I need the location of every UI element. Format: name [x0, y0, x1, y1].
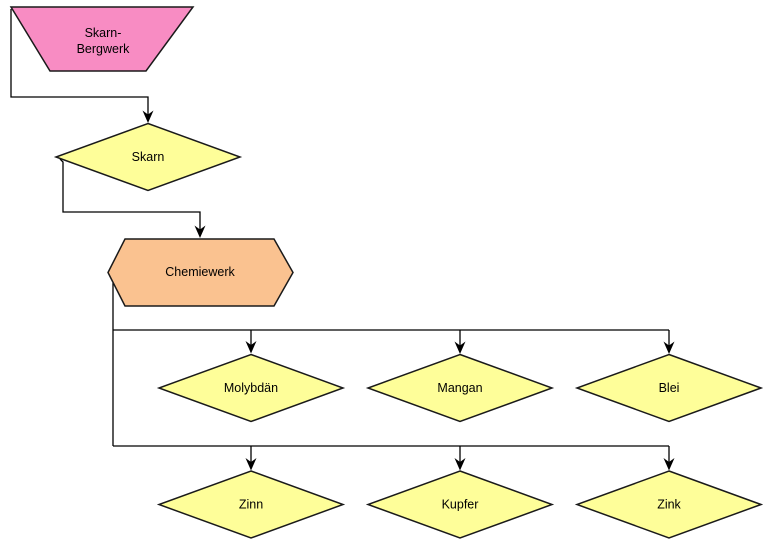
arrowhead-icon: [454, 458, 466, 471]
node-kupfer-label: Kupfer: [442, 498, 479, 512]
node-skarn-bergwerk-label-line1: Skarn-: [85, 26, 122, 40]
node-skarn-label: Skarn: [132, 150, 165, 164]
edge-skarn-chemiewerk: [59, 158, 201, 233]
node-zinn[interactable]: [156, 470, 346, 539]
node-molybdaen-label: Molybdän: [224, 381, 278, 395]
edge-skarn-bergwerk-skarn: [10, 9, 149, 118]
node-skarn-bergwerk[interactable]: [9, 6, 195, 72]
node-skarn-bergwerk-label-line2: Bergwerk: [77, 42, 131, 56]
node-zink[interactable]: [574, 470, 764, 539]
arrowhead-icon: [194, 225, 206, 238]
node-mangan[interactable]: [365, 353, 555, 423]
node-zinn-label: Zinn: [239, 498, 263, 512]
node-skarn[interactable]: [53, 122, 243, 192]
node-zink-label: Zink: [657, 498, 681, 512]
node-blei-label: Blei: [659, 381, 680, 395]
node-chemiewerk-label: Chemiewerk: [165, 265, 235, 279]
node-group: Skarn- Bergwerk Skarn Chemiewerk Molybdä…: [9, 6, 764, 539]
arrowhead-icon: [245, 458, 257, 471]
arrowhead-icon: [663, 341, 675, 354]
arrowhead-icon: [663, 458, 675, 471]
node-mangan-label: Mangan: [437, 381, 482, 395]
node-blei[interactable]: [574, 353, 764, 423]
arrowhead-icon: [142, 110, 154, 123]
arrowhead-icon: [245, 341, 257, 354]
arrowhead-icon: [454, 341, 466, 354]
node-kupfer[interactable]: [365, 470, 555, 539]
node-chemiewerk[interactable]: [107, 238, 294, 307]
edge-group: [10, 9, 675, 471]
node-molybdaen[interactable]: [156, 353, 346, 423]
